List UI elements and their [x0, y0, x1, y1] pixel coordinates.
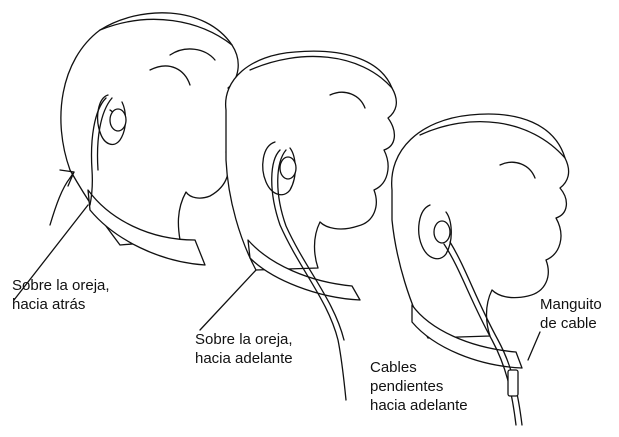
- label-cable-sleeve: Manguito de cable: [540, 295, 602, 333]
- label-over-ear-back-line1: Sobre la oreja,: [12, 277, 110, 294]
- head-figure-1: [13, 12, 240, 301]
- head-figure-3: [391, 113, 570, 426]
- label-cable-sleeve-line2: de cable: [540, 315, 597, 332]
- label-hanging-front-line2: pendientes: [370, 378, 444, 395]
- label-over-ear-front-line1: Sobre la oreja,: [195, 331, 293, 348]
- head-figure-2: [199, 50, 398, 401]
- label-over-ear-front: Sobre la oreja, hacia adelante: [195, 330, 293, 368]
- label-over-ear-back: Sobre la oreja, hacia atrás: [12, 276, 110, 314]
- label-cable-sleeve-line1: Manguito: [540, 296, 602, 313]
- label-hanging-front-line3: hacia adelante: [370, 397, 468, 414]
- label-hanging-front: Cables pendientes hacia adelante: [370, 358, 468, 415]
- label-over-ear-back-line2: hacia atrás: [12, 296, 86, 313]
- label-over-ear-front-line2: hacia adelante: [195, 350, 293, 367]
- label-hanging-front-line1: Cables: [370, 359, 417, 376]
